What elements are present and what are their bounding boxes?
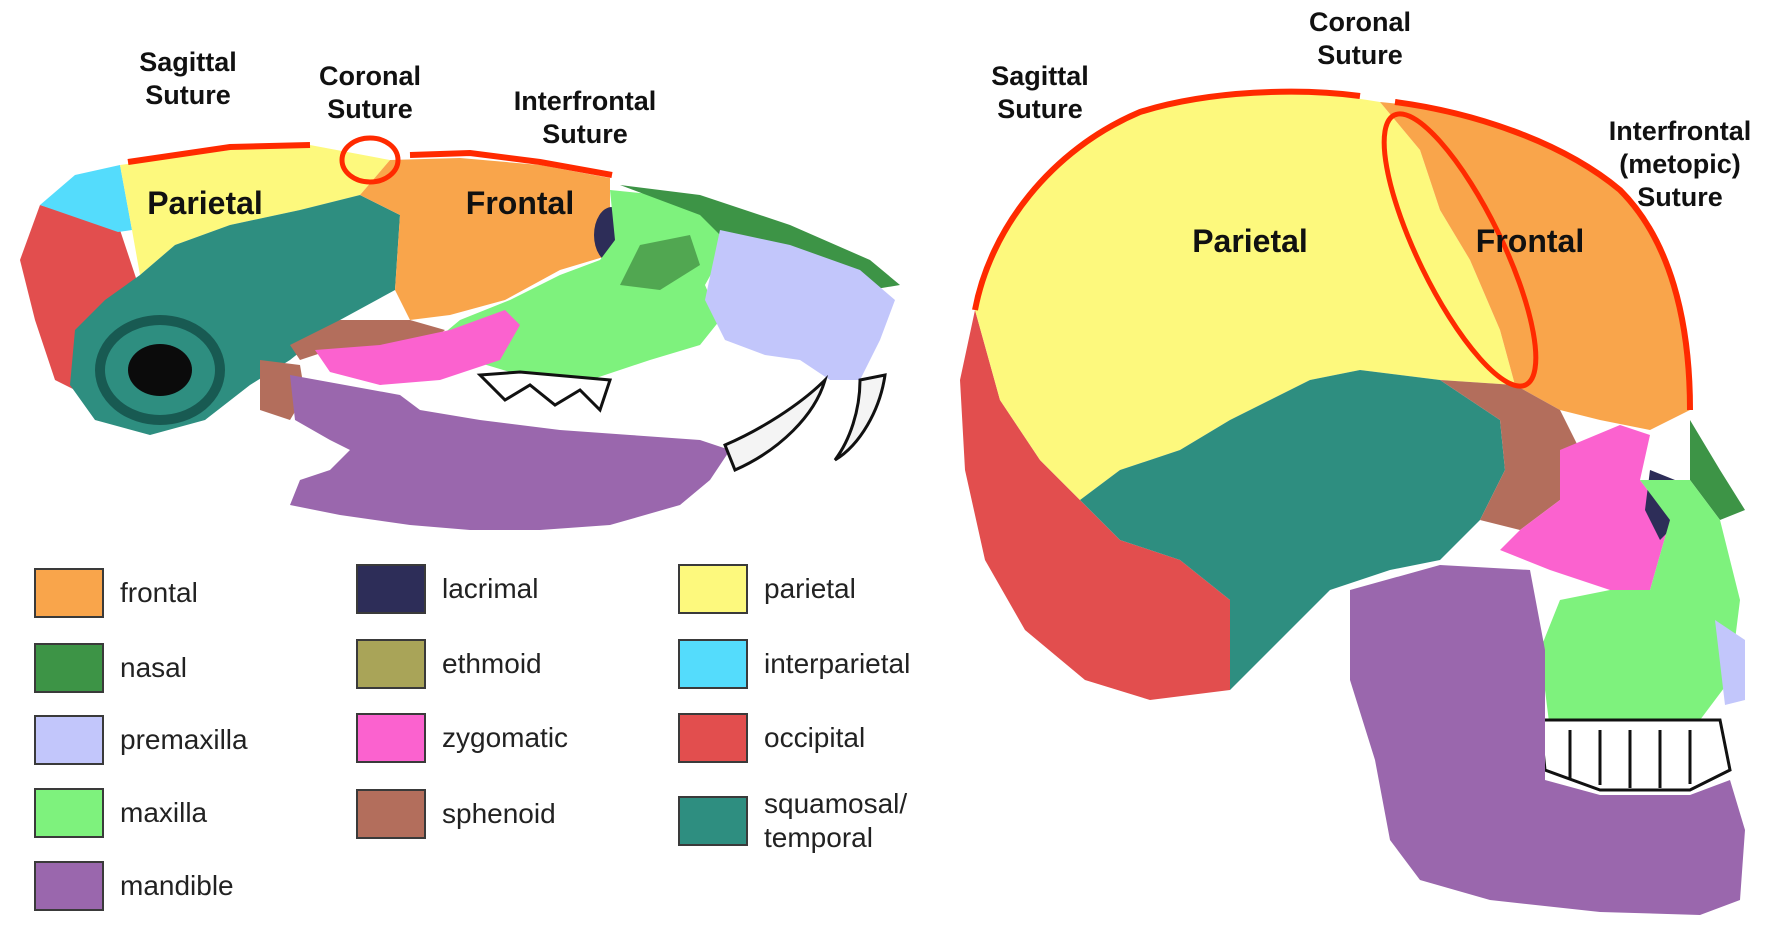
legend-label-parietal: parietal — [764, 572, 856, 606]
legend-swatch-zygomatic — [356, 713, 426, 763]
legend-swatch-occipital — [678, 713, 748, 763]
legend-item-nasal: nasal — [34, 640, 187, 696]
legend-swatch-lacrimal — [356, 564, 426, 614]
legend-label-squamosal-temporal: squamosal/ temporal — [764, 787, 907, 854]
legend-swatch-maxilla — [34, 788, 104, 838]
legend-label-ethmoid: ethmoid — [442, 647, 542, 681]
legend-item-premaxilla: premaxilla — [34, 712, 248, 768]
legend-label-premaxilla: premaxilla — [120, 723, 248, 757]
legend-swatch-nasal — [34, 643, 104, 693]
legend-label-frontal: frontal — [120, 576, 198, 610]
legend-item-interparietal: interparietal — [678, 636, 910, 692]
legend-label-nasal: nasal — [120, 651, 187, 685]
legend-item-occipital: occipital — [678, 710, 865, 766]
legend-item-maxilla: maxilla — [34, 785, 207, 841]
legend-item-frontal: frontal — [34, 565, 198, 621]
legend-item-parietal: parietal — [678, 561, 856, 617]
legend-swatch-parietal — [678, 564, 748, 614]
legend-item-lacrimal: lacrimal — [356, 561, 538, 617]
legend-label-sphenoid: sphenoid — [442, 797, 556, 831]
legend-swatch-premaxilla — [34, 715, 104, 765]
legend-label-lacrimal: lacrimal — [442, 572, 538, 606]
legend-label-interparietal: interparietal — [764, 647, 910, 681]
legend-swatch-ethmoid — [356, 639, 426, 689]
legend-swatch-frontal — [34, 568, 104, 618]
legend-label-zygomatic: zygomatic — [442, 721, 568, 755]
legend-label-occipital: occipital — [764, 721, 865, 755]
legend-item-zygomatic: zygomatic — [356, 710, 568, 766]
legend-label-maxilla: maxilla — [120, 796, 207, 830]
legend-swatch-squamosal-temporal — [678, 796, 748, 846]
legend-item-ethmoid: ethmoid — [356, 636, 542, 692]
legend-swatch-mandible — [34, 861, 104, 911]
legend-swatch-interparietal — [678, 639, 748, 689]
legend-swatch-sphenoid — [356, 789, 426, 839]
legend-label-mandible: mandible — [120, 869, 234, 903]
legend-item-mandible: mandible — [34, 858, 234, 914]
legend-item-squamosal-temporal: squamosal/ temporal — [678, 786, 907, 856]
legend-item-sphenoid: sphenoid — [356, 786, 556, 842]
